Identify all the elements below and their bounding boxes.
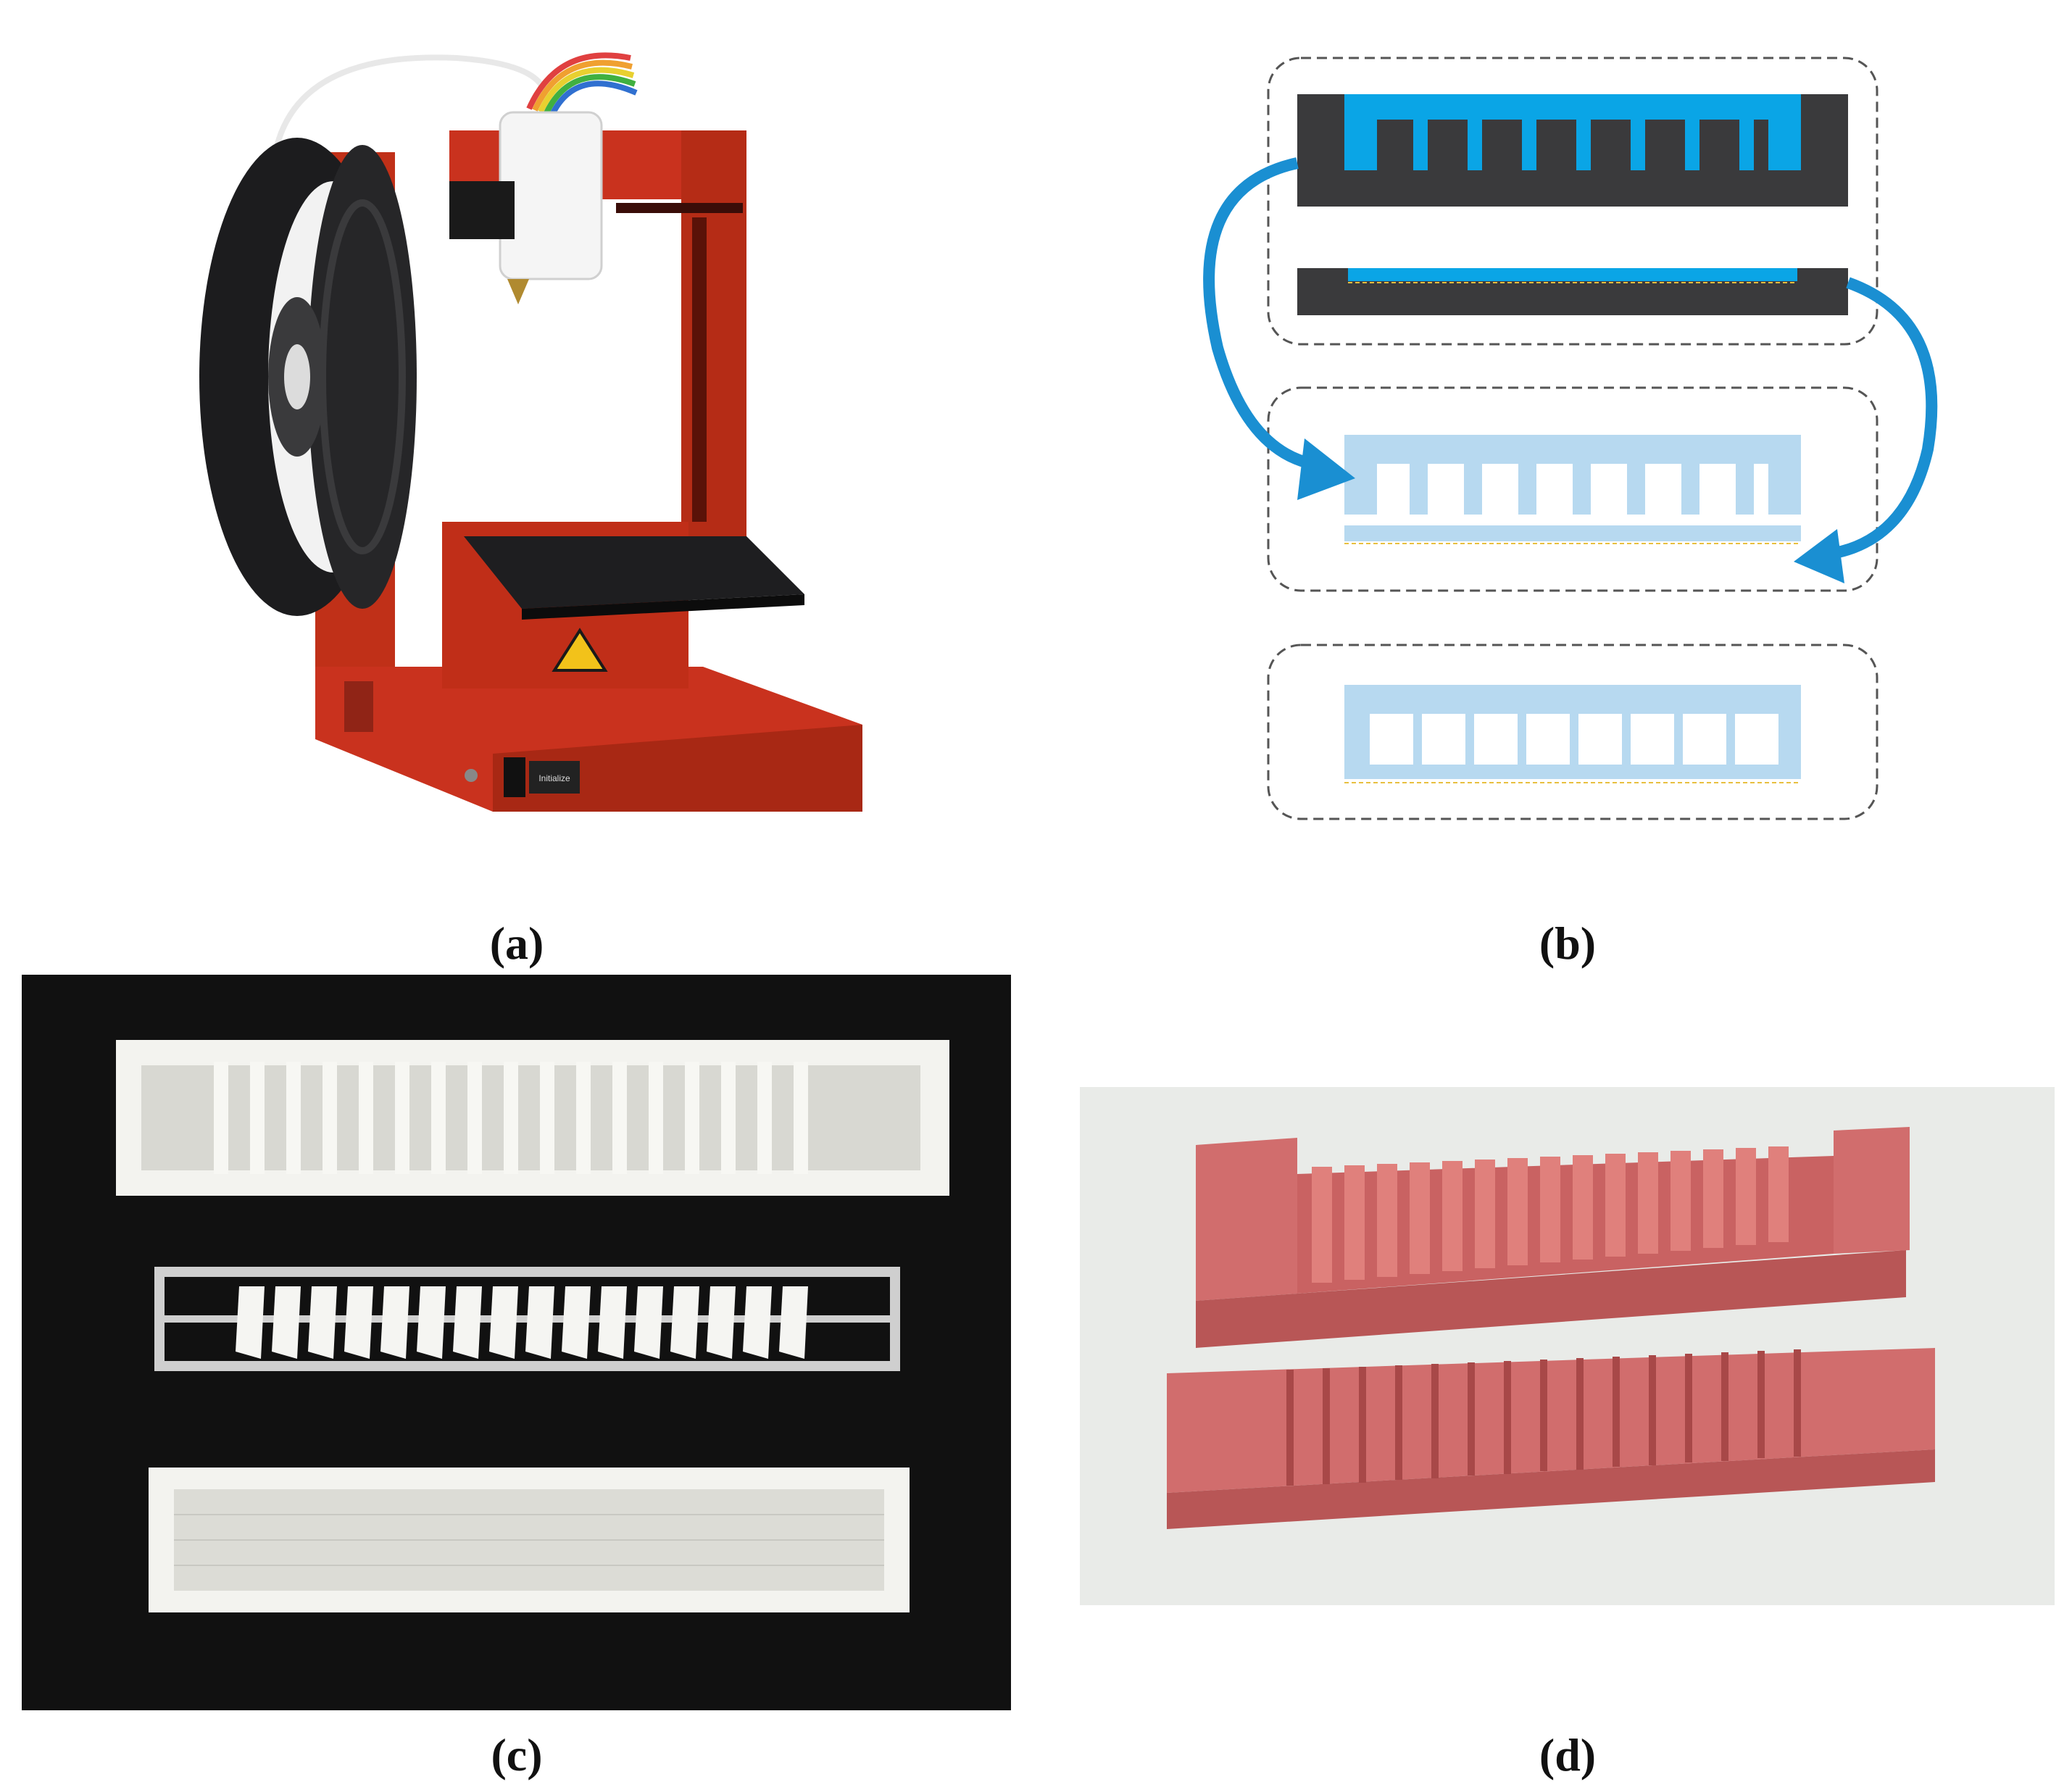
extruder-fan (449, 181, 515, 239)
final-part (1344, 685, 1801, 783)
printer-frame-right (681, 130, 746, 536)
cast-part-lower (1167, 1348, 1935, 1529)
caption-c: (c) (491, 1729, 543, 1781)
bottom-tray-mold (149, 1468, 910, 1612)
assembled-cast (1344, 435, 1801, 544)
arrow-lower-to-assembly (1794, 277, 1938, 583)
panel-a-printer-photo: Initialize (152, 29, 877, 833)
stage-box-assembly (1267, 386, 1878, 592)
panel-b-schematic (1138, 43, 1979, 841)
caption-d: (d) (1539, 1729, 1597, 1781)
ribbon-cable (526, 52, 638, 116)
caption-b: (b) (1539, 917, 1597, 969)
stage-box-result (1267, 644, 1878, 820)
lower-mold (1297, 268, 1848, 315)
build-plate (464, 536, 804, 609)
arrow-upper-to-assembly (1203, 157, 1355, 500)
caption-a: (a) (489, 917, 544, 969)
mold-process-diagram (1203, 57, 1938, 820)
power-switch (504, 757, 525, 797)
panel-c-molds-photo (22, 975, 1011, 1710)
nozzle (507, 279, 529, 304)
status-led (465, 769, 478, 782)
printer-illustration: Initialize (199, 52, 862, 812)
molds-photo-illustration (116, 1040, 949, 1612)
top-comb-mold (116, 1040, 949, 1196)
cast-part-upper (1196, 1127, 1910, 1348)
middle-frame-mold (154, 1267, 900, 1371)
switch-label: Initialize (538, 773, 570, 783)
switch-label-plate (529, 761, 580, 794)
filament-tube (272, 54, 549, 153)
upper-mold (1297, 94, 1848, 207)
stage-box-molds (1267, 57, 1878, 346)
cast-parts-illustration (1167, 1127, 1935, 1529)
vent-grille (344, 681, 373, 732)
extruder-head (499, 111, 603, 280)
warning-icon-lower (552, 628, 608, 672)
panel-d-cast-photo (1080, 1087, 2055, 1605)
